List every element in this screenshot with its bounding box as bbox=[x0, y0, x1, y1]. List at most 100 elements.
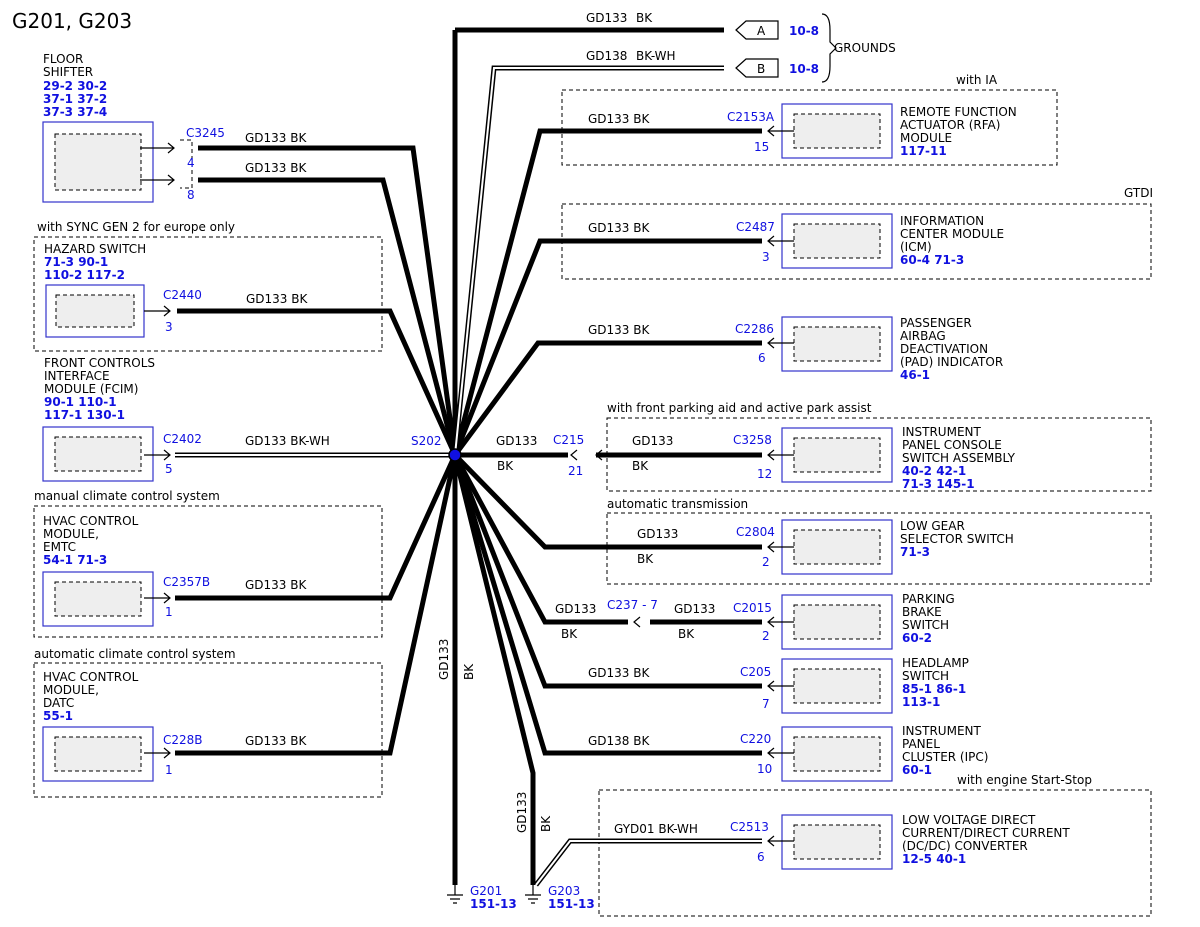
svg-text:BK: BK bbox=[539, 815, 553, 832]
svg-text:PANEL: PANEL bbox=[902, 737, 940, 751]
svg-text:(ICM): (ICM) bbox=[900, 240, 932, 254]
svg-text:DEACTIVATION: DEACTIVATION bbox=[900, 342, 988, 356]
ipcs-condition: with front parking aid and active park a… bbox=[607, 401, 872, 415]
svg-text:GD133: GD133 bbox=[637, 527, 678, 541]
svg-text:A: A bbox=[757, 24, 766, 38]
svg-text:B: B bbox=[757, 62, 765, 76]
svg-text:GD133 BK: GD133 BK bbox=[588, 323, 650, 337]
dcdc-condition: with engine Start-Stop bbox=[957, 773, 1092, 787]
svg-text:54-1 71-3: 54-1 71-3 bbox=[43, 553, 107, 567]
page-title: G201, G203 bbox=[12, 9, 132, 33]
emtc-label-1: HVAC CONTROL bbox=[43, 514, 139, 528]
datc-label-1: HVAC CONTROL bbox=[43, 670, 139, 684]
svg-text:ACTUATOR (RFA): ACTUATOR (RFA) bbox=[900, 118, 1000, 132]
svg-text:DATC: DATC bbox=[43, 696, 74, 710]
headlamp-label-1: HEADLAMP bbox=[902, 656, 969, 670]
svg-text:EMTC: EMTC bbox=[43, 540, 76, 554]
svg-text:MODULE,: MODULE, bbox=[43, 683, 99, 697]
svg-text:GD133 BK: GD133 BK bbox=[245, 734, 307, 748]
wire-dcdc bbox=[534, 838, 762, 887]
svg-text:BK: BK bbox=[462, 663, 476, 680]
vertical-wire-2-circuit: GD133 bbox=[515, 792, 529, 833]
icm-connector: C2487 bbox=[736, 220, 775, 234]
svg-text:1: 1 bbox=[165, 605, 173, 619]
svg-text:PANEL CONSOLE: PANEL CONSOLE bbox=[902, 438, 1002, 452]
wire-hazard bbox=[177, 308, 458, 457]
svg-text:60-4 71-3: 60-4 71-3 bbox=[900, 253, 964, 267]
datc-connector: C228B bbox=[163, 733, 203, 747]
parking-connector: C2015 bbox=[733, 601, 772, 615]
datc-group-box bbox=[33, 662, 383, 798]
wire-rfa bbox=[452, 128, 762, 456]
ground-a-ref: 10-8 bbox=[789, 24, 819, 38]
svg-text:INTERFACE: INTERFACE bbox=[44, 369, 110, 383]
svg-text:60-1: 60-1 bbox=[902, 763, 932, 777]
svg-text:110-2 117-2: 110-2 117-2 bbox=[44, 268, 125, 282]
ground-tag-a: A bbox=[735, 20, 779, 40]
splice-label: S202 bbox=[411, 434, 442, 448]
svg-text:MODULE: MODULE bbox=[900, 131, 952, 145]
svg-text:BK: BK bbox=[497, 459, 514, 473]
wire-ipc bbox=[452, 454, 762, 756]
svg-text:GD133 BK: GD133 BK bbox=[245, 131, 307, 145]
wire-floor-shifter-4 bbox=[198, 145, 458, 456]
ground-b-ref: 10-8 bbox=[789, 62, 819, 76]
svg-text:7: 7 bbox=[762, 697, 770, 711]
svg-text:3: 3 bbox=[165, 320, 173, 334]
grounds-brace bbox=[821, 13, 837, 83]
svg-text:GD133 BK: GD133 BK bbox=[245, 578, 307, 592]
svg-text:46-1: 46-1 bbox=[900, 368, 930, 382]
splice-s202 bbox=[448, 448, 462, 462]
svg-text:GD133: GD133 bbox=[674, 602, 715, 616]
svg-text:55-1: 55-1 bbox=[43, 709, 73, 723]
svg-text:113-1: 113-1 bbox=[902, 695, 940, 709]
dcdc-label-1: LOW VOLTAGE DIRECT bbox=[902, 813, 1036, 827]
ipcs-label-1: INSTRUMENT bbox=[902, 425, 981, 439]
emtc-connector: C2357B bbox=[163, 575, 210, 589]
svg-text:15: 15 bbox=[754, 140, 769, 154]
svg-text:MODULE (FCIM): MODULE (FCIM) bbox=[44, 382, 138, 396]
wire-c237 bbox=[452, 453, 628, 625]
wire-lowgear bbox=[453, 453, 762, 550]
datc-condition: automatic climate control system bbox=[34, 647, 236, 661]
svg-text:GYD01 BK-WH: GYD01 BK-WH bbox=[614, 822, 698, 836]
rfa-connector: C2153A bbox=[727, 110, 775, 124]
emtc-group-box bbox=[33, 505, 383, 638]
wire-icm bbox=[452, 238, 762, 456]
svg-text:10: 10 bbox=[757, 762, 772, 776]
svg-text:SELECTOR SWITCH: SELECTOR SWITCH bbox=[900, 532, 1014, 546]
ipc-connector: C220 bbox=[740, 732, 771, 746]
ground-icon bbox=[525, 885, 541, 904]
svg-text:BK: BK bbox=[561, 627, 578, 641]
vertical-wire-1-circuit: GD133 bbox=[437, 639, 451, 680]
rfa-label-1: REMOTE FUNCTION bbox=[900, 105, 1017, 119]
c215-connector: C215 bbox=[553, 433, 584, 447]
svg-text:MODULE,: MODULE, bbox=[43, 527, 99, 541]
wire-emtc bbox=[175, 453, 458, 601]
emtc-condition: manual climate control system bbox=[34, 489, 220, 503]
svg-text:117-1 130-1: 117-1 130-1 bbox=[44, 408, 125, 422]
wire-ground-a-label: GD133 bbox=[586, 11, 627, 25]
fcim-connector: C2402 bbox=[163, 432, 202, 446]
lowgear-label-1: LOW GEAR bbox=[900, 519, 965, 533]
svg-text:6: 6 bbox=[757, 850, 765, 864]
wire-headlamp bbox=[452, 454, 762, 689]
svg-text:3: 3 bbox=[762, 250, 770, 264]
icm-label-1: INFORMATION bbox=[900, 214, 984, 228]
floor-shifter-pins bbox=[140, 142, 175, 186]
svg-text:GD133 BK: GD133 BK bbox=[588, 666, 650, 680]
c237-connector: C237 - 7 bbox=[607, 598, 658, 612]
wire-floor-shifter-8 bbox=[198, 177, 458, 456]
svg-text:8: 8 bbox=[187, 188, 195, 202]
pad-label-1: PASSENGER bbox=[900, 316, 972, 330]
wire-ground-b-label: GD138 bbox=[586, 49, 627, 63]
svg-text:CURRENT/DIRECT CURRENT: CURRENT/DIRECT CURRENT bbox=[902, 826, 1070, 840]
svg-text:6: 6 bbox=[758, 351, 766, 365]
floor-shifter-label-1: FLOOR bbox=[43, 52, 83, 66]
svg-text:GD133 BK: GD133 BK bbox=[245, 161, 307, 175]
svg-text:21: 21 bbox=[568, 464, 583, 478]
lowgear-connector: C2804 bbox=[736, 525, 775, 539]
hazard-condition: with SYNC GEN 2 for europe only bbox=[37, 220, 235, 234]
